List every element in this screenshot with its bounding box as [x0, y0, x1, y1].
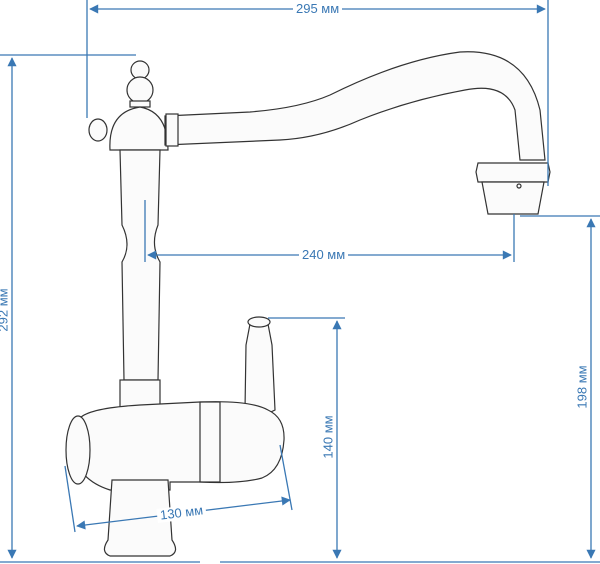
body-end-cap — [65, 415, 91, 485]
lever-cap — [247, 316, 271, 328]
side-knob — [88, 118, 108, 142]
dim-spout-height: 198 мм — [575, 362, 590, 412]
dim-total-height: 292 мм — [0, 285, 11, 335]
finial-collar — [129, 100, 151, 108]
finial-top — [130, 60, 150, 80]
finial-ball — [126, 76, 154, 104]
column — [119, 149, 161, 381]
aerator-ring — [475, 162, 551, 183]
aerator-tip — [481, 181, 545, 215]
dim-total-width: 295 мм — [293, 2, 343, 16]
dim-spout-reach: 240 мм — [299, 248, 349, 262]
faucet-sketch — [65, 51, 551, 557]
spout — [164, 51, 546, 161]
valve-body — [71, 401, 285, 491]
body-band — [199, 401, 221, 483]
head-body — [109, 106, 169, 151]
aerator-dot — [516, 183, 522, 189]
spout-collar — [165, 113, 179, 147]
dim-handle-height: 140 мм — [321, 412, 336, 462]
